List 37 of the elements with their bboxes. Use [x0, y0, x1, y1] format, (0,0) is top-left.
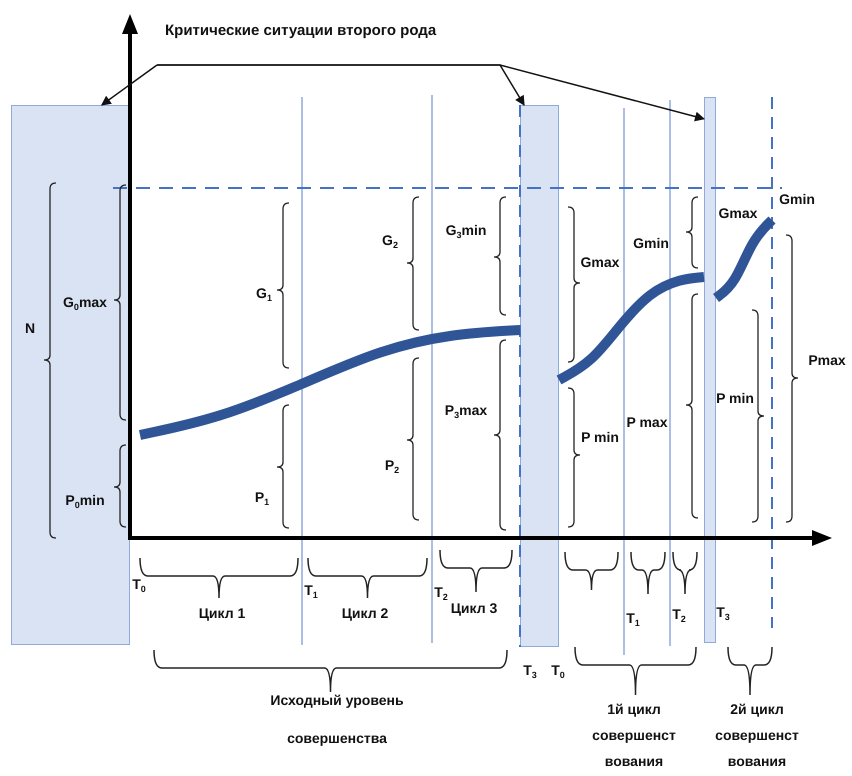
brace-label: G$_{1}$: [256, 285, 272, 301]
time-label: T$_{0}$: [132, 576, 146, 592]
time-label: T$_{3}$: [716, 604, 730, 620]
brace-label: Pmax: [808, 352, 846, 368]
brace-label: Gmax: [580, 254, 620, 270]
cycle-label: Цикл 2: [342, 605, 388, 621]
brace-label: Gmax: [718, 205, 758, 221]
brace-label: P max: [626, 414, 668, 430]
time-label: T$_{1}$: [626, 610, 640, 626]
brace-label: P min: [716, 390, 754, 406]
stage-label: 1й цикл совершенст вования: [591, 700, 677, 771]
brace-label: N: [24, 320, 36, 336]
leader-arrow: [157, 64, 705, 122]
brace-label: P$_{3}$max: [444, 402, 488, 418]
heading-text: Критические ситуации второго рода: [165, 22, 436, 39]
brace-label: G$_{3}$min: [446, 222, 486, 238]
brace-label: G$_{2}$: [382, 232, 398, 248]
time-label: T$_{2}$: [434, 584, 448, 600]
brace-label: G$_{0}$max: [63, 294, 107, 310]
brace-label: Gmin: [633, 235, 669, 251]
time-label: T$_{3}$: [523, 662, 537, 678]
brace-label: P$_{0}$min: [65, 492, 105, 508]
time-label: T$_{2}$: [672, 606, 686, 622]
brace-label: P min: [581, 429, 619, 445]
critical-situation-band: [704, 97, 716, 643]
time-label: T$_{0}$: [551, 662, 565, 678]
cycle-label: Цикл 1: [198, 605, 246, 621]
stage-label: 2й цикл совершенст вования: [714, 700, 800, 771]
critical-situation-band: [520, 105, 559, 647]
stage-label: Исходный уровень совершенства: [269, 691, 405, 748]
critical-situation-band: [11, 105, 130, 645]
brace-label: Gmin: [779, 191, 815, 207]
time-label: T$_{1}$: [304, 582, 318, 598]
leader-arrow: [100, 64, 158, 106]
cycle-label: Цикл 3: [450, 600, 498, 616]
brace-label: P$_{2}$: [384, 457, 400, 473]
brace-label: P$_{1}$: [254, 489, 270, 505]
